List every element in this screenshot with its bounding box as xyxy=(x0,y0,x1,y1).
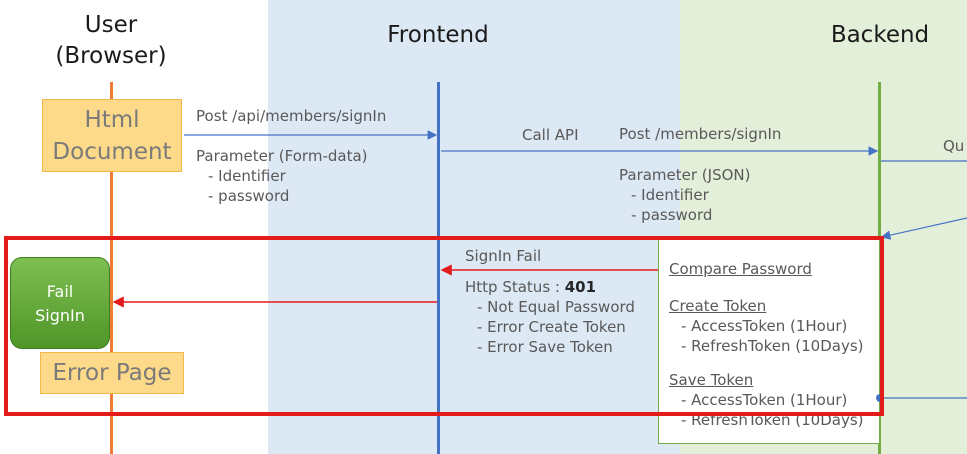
http-status-code: 401 xyxy=(564,278,597,296)
create-token-step: Create Token - AccessToken (1Hour) - Ref… xyxy=(669,296,864,356)
create-access-token: - AccessToken (1Hour) xyxy=(681,317,848,335)
user-request-params: Parameter (Form-data) - Identifier - pas… xyxy=(196,146,368,206)
fail-signin-node: Fail SignIn xyxy=(10,257,110,349)
user-param-identifier: - Identifier xyxy=(208,167,286,185)
frontend-request-params: Parameter (JSON) - Identifier - password xyxy=(619,165,750,225)
fail-signin-line2: SignIn xyxy=(35,306,85,325)
fail-flow-highlight-frame xyxy=(4,236,884,416)
save-token-title: Save Token xyxy=(669,371,754,389)
save-access-token: - AccessToken (1Hour) xyxy=(681,391,848,409)
http-status-prefix: Http Status : xyxy=(465,278,565,296)
backend-process-panel xyxy=(658,238,880,444)
frontend-lane xyxy=(268,0,680,454)
frontend-param-password: - password xyxy=(631,206,713,224)
user-header: User (Browser) xyxy=(40,10,182,72)
frontend-header: Frontend xyxy=(387,22,489,48)
create-token-title: Create Token xyxy=(669,297,767,315)
html-document-line1: Html xyxy=(84,107,140,133)
frontend-lifeline xyxy=(437,82,440,454)
user-header-line1: User xyxy=(84,12,138,38)
call-api-label: Call API xyxy=(522,126,579,144)
html-document-box: Html Document xyxy=(42,99,182,172)
frontend-param-identifier: - Identifier xyxy=(631,186,709,204)
user-request-endpoint: Post /api/members/signIn xyxy=(196,107,387,125)
frontend-param-title: Parameter (JSON) xyxy=(619,166,751,184)
user-header-line2: (Browser) xyxy=(55,43,167,69)
reason-not-equal-password: - Not Equal Password xyxy=(477,298,635,316)
response-details: Http Status : 401 - Not Equal Password -… xyxy=(465,277,635,357)
backend-header: Backend xyxy=(830,22,930,48)
http-status: Http Status : 401 xyxy=(465,277,635,297)
frontend-request-endpoint: Post /members/signIn xyxy=(619,125,782,143)
user-param-title: Parameter (Form-data) xyxy=(196,147,368,165)
reason-error-create-token: - Error Create Token xyxy=(477,318,626,336)
user-lifeline xyxy=(110,82,113,454)
reason-error-save-token: - Error Save Token xyxy=(477,338,613,356)
fail-signin-line1: Fail xyxy=(46,282,74,301)
arrow-db-return xyxy=(880,217,967,240)
backend-query-label: Qu xyxy=(943,137,965,155)
compare-password-step: Compare Password xyxy=(669,260,812,278)
signin-fail-label: SignIn Fail xyxy=(465,247,542,265)
user-param-password: - password xyxy=(208,187,290,205)
create-refresh-token: - RefreshToken (10Days) xyxy=(681,337,864,355)
error-page-box: Error Page xyxy=(40,352,184,394)
html-document-line2: Document xyxy=(52,139,172,165)
